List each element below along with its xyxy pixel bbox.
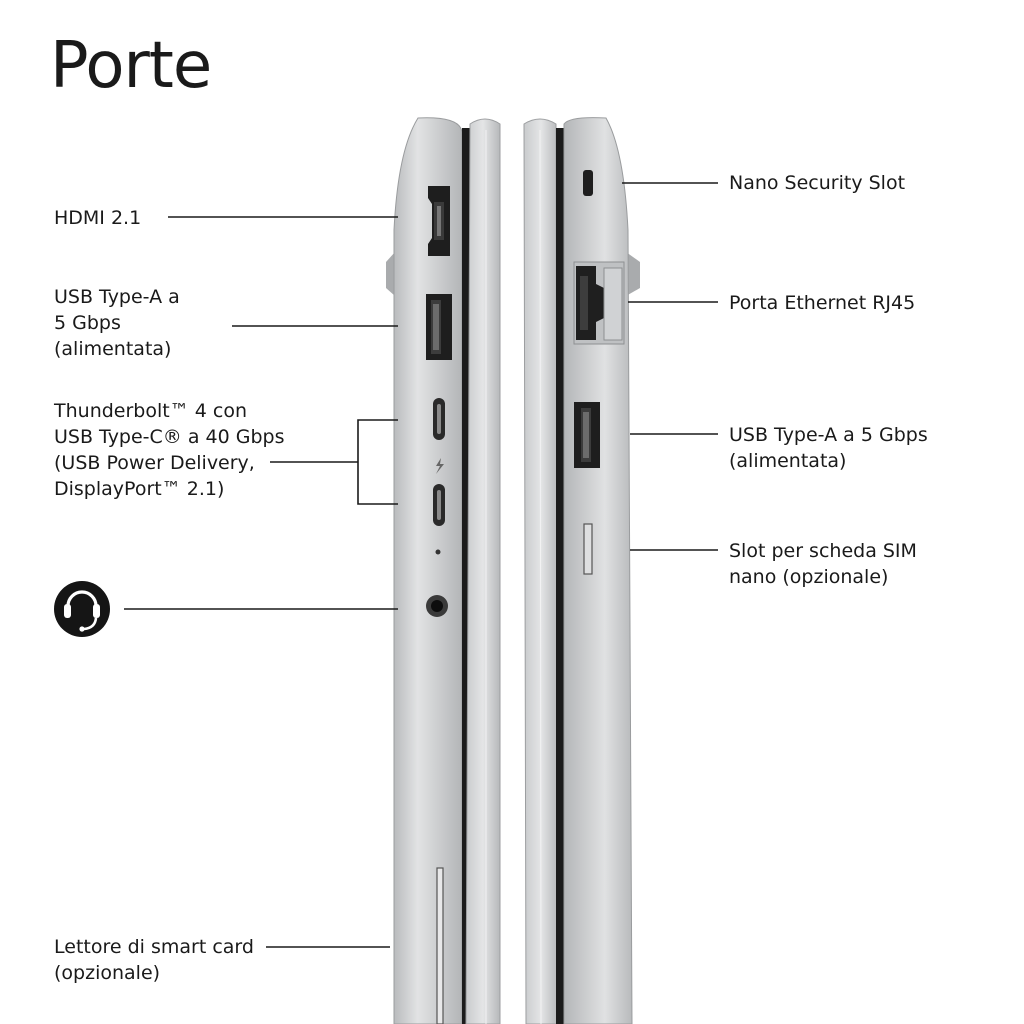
left-hinge	[386, 252, 395, 296]
leader-lines-left	[124, 216, 398, 948]
status-led	[435, 549, 441, 555]
headset-icon	[54, 581, 110, 637]
left-gap	[462, 128, 470, 1024]
label-ethernet: Porta Ethernet RJ45	[729, 292, 916, 314]
sim-slot	[583, 523, 593, 575]
label-thunderbolt: Thunderbolt™ 4 con USB Type-C® a 40 Gbps…	[54, 400, 285, 500]
label-sim: Slot per scheda SIM nano (opzionale)	[729, 540, 917, 588]
thunderbolt-ports	[433, 398, 445, 526]
usb-a-port-right	[574, 402, 600, 468]
label-nano-security: Nano Security Slot	[729, 172, 906, 194]
left-lid	[465, 118, 501, 1024]
page-title: Porte	[50, 29, 212, 103]
lightning-icon	[436, 458, 444, 474]
right-gap	[556, 128, 564, 1024]
left-laptop	[386, 117, 501, 1024]
nano-security-slot	[583, 170, 593, 196]
ethernet-port	[573, 261, 625, 345]
smart-card-slot	[436, 867, 444, 1024]
label-usb-a-right: USB Type-A a 5 Gbps (alimentata)	[729, 424, 928, 472]
leader-lines-right	[622, 182, 718, 551]
label-hdmi: HDMI 2.1	[54, 207, 142, 229]
leader-thunderbolt-bracket	[357, 419, 398, 505]
audio-jack	[426, 595, 448, 617]
right-laptop	[523, 117, 640, 1024]
right-base	[563, 117, 633, 1024]
label-smart-card: Lettore di smart card (opzionale)	[54, 936, 254, 984]
label-usb-a-left: USB Type-A a 5 Gbps (alimentata)	[54, 286, 180, 360]
hdmi-port	[428, 186, 450, 256]
usb-a-port-left	[426, 294, 452, 360]
right-hinge	[626, 252, 640, 296]
